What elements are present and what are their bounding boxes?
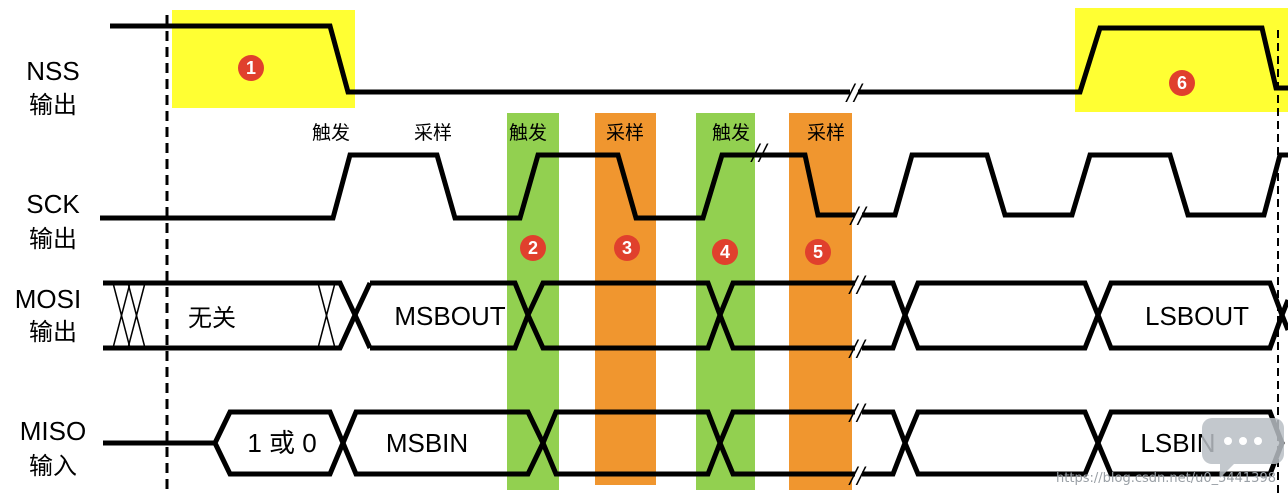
watermark-url: https://blog.csdn.net/u0_5441398 bbox=[1056, 471, 1276, 486]
mosi-break-mark-top: // bbox=[848, 273, 867, 298]
nss-break-mark: // bbox=[845, 81, 864, 106]
edge-label-trigger-3: 触发 bbox=[712, 122, 750, 144]
sample-highlight-1 bbox=[595, 113, 656, 485]
miso-one-or-zero-label: 1 或 0 bbox=[247, 428, 316, 458]
mosi-msbout-label: MSBOUT bbox=[394, 301, 505, 331]
step-marker-1: 1 bbox=[238, 55, 264, 81]
sck-waveform-left bbox=[100, 152, 855, 221]
comment-icon[interactable] bbox=[1202, 418, 1284, 478]
svg-text:5: 5 bbox=[813, 242, 823, 262]
mosi-signal-name: MOSI bbox=[15, 284, 81, 314]
nss-direction: 输出 bbox=[29, 91, 77, 119]
step-marker-5: 5 bbox=[805, 239, 831, 265]
edge-label-trigger-1: 触发 bbox=[312, 122, 350, 144]
edge-label-sample-1: 采样 bbox=[414, 122, 452, 144]
edge-label-trigger-2: 触发 bbox=[509, 122, 547, 144]
sample-highlight-2 bbox=[789, 113, 852, 490]
mosi-dont-care-hatch bbox=[112, 282, 336, 349]
svg-text:4: 4 bbox=[720, 242, 730, 262]
svg-text:1: 1 bbox=[246, 58, 256, 78]
nss-waveform-left bbox=[110, 23, 850, 95]
mosi-break-mark-bottom: // bbox=[848, 337, 867, 362]
nss-waveform-right bbox=[858, 25, 1288, 95]
sck-break-mark-bottom: // bbox=[849, 204, 868, 229]
nss-end-highlight bbox=[1075, 8, 1288, 112]
sck-direction: 输出 bbox=[29, 225, 77, 253]
miso-break-mark-bottom: // bbox=[848, 464, 867, 489]
miso-msbin-label: MSBIN bbox=[386, 428, 468, 458]
sck-signal-name: SCK bbox=[26, 189, 80, 219]
mosi-direction: 输出 bbox=[29, 318, 77, 346]
svg-text:6: 6 bbox=[1177, 73, 1187, 93]
mosi-bus bbox=[103, 280, 1288, 351]
miso-signal-name: MISO bbox=[20, 416, 86, 446]
sck-break-mark-top: // bbox=[750, 141, 769, 166]
edge-label-sample-2: 采样 bbox=[606, 122, 644, 144]
step-marker-2: 2 bbox=[520, 235, 546, 261]
step-marker-6: 6 bbox=[1169, 70, 1195, 96]
mosi-dont-care-label: 无关 bbox=[188, 304, 236, 332]
step-marker-3: 3 bbox=[614, 235, 640, 261]
miso-break-mark-top: // bbox=[848, 401, 867, 426]
step-marker-4: 4 bbox=[712, 239, 738, 265]
miso-direction: 输入 bbox=[29, 452, 77, 480]
sck-waveform-right bbox=[862, 152, 1288, 218]
svg-text:3: 3 bbox=[622, 238, 632, 258]
mosi-lsbout-label: LSBOUT bbox=[1145, 301, 1249, 331]
nss-signal-name: NSS bbox=[26, 56, 79, 86]
svg-text:2: 2 bbox=[528, 238, 538, 258]
edge-label-sample-3: 采样 bbox=[807, 122, 845, 144]
